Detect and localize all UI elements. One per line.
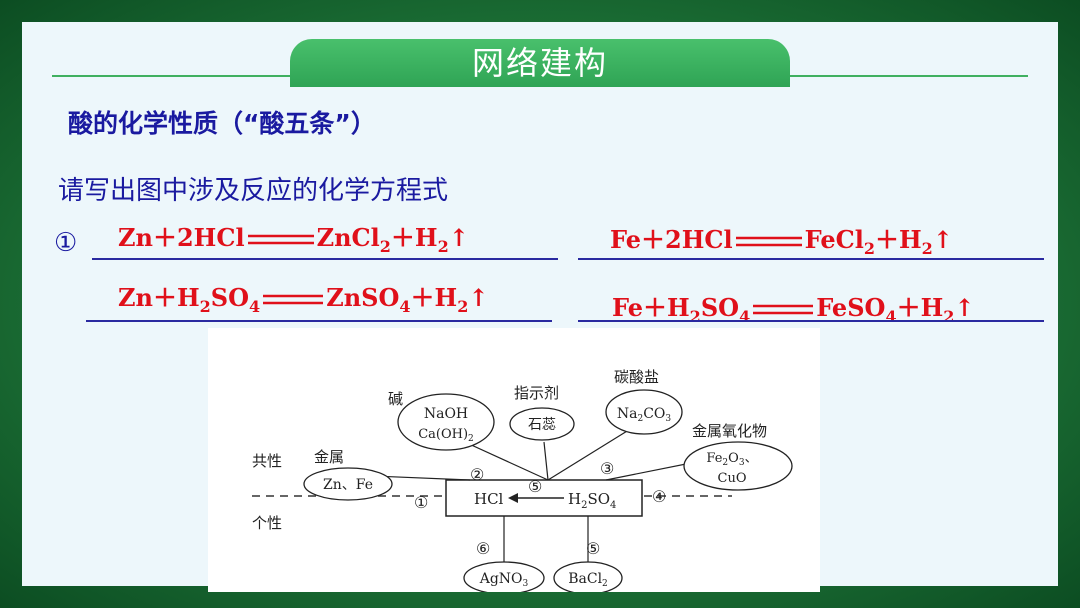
oxide-fe2o3: Fe2O3、 xyxy=(706,451,757,468)
metal-text: Zn、Fe xyxy=(323,477,373,493)
indicator-label: 指示剂 xyxy=(514,384,559,402)
bacl2-text: BaCl2 xyxy=(568,571,608,589)
oxide-label: 金属氧化物 xyxy=(692,422,767,440)
bacl2-ellipse xyxy=(553,561,623,592)
equals-sign xyxy=(735,236,802,246)
base-naoh: NaOH xyxy=(424,406,468,422)
answer-line-3 xyxy=(86,320,552,322)
salt-label: 碳酸盐 xyxy=(614,368,659,386)
ray-salt xyxy=(547,427,633,481)
equals-sign xyxy=(753,304,814,314)
ray-oxide xyxy=(605,461,697,481)
ray-metal xyxy=(373,475,471,481)
num-4: ④ xyxy=(652,487,666,506)
indicator-ellipse xyxy=(509,407,575,441)
individual-label: 个性 xyxy=(252,514,282,532)
answer-line-2 xyxy=(578,258,1044,260)
equals-sign xyxy=(247,234,314,244)
arrow-head xyxy=(508,493,518,503)
ray-indicator xyxy=(543,441,549,481)
num-2: ② xyxy=(470,465,484,484)
agno3-ellipse xyxy=(463,561,545,592)
oxide-ellipse xyxy=(683,441,793,491)
diagram-svg: 共性 个性 HCl ⑤ H2SO4 金属 Zn、Fe ① 碱 NaOH Ca xyxy=(252,368,793,592)
slide-panel: 网络建构 酸的化学性质（“酸五条”） 请写出图中涉及反应的化学方程式 ① Zn＋… xyxy=(22,22,1058,592)
salt-text: Na2CO3 xyxy=(617,406,672,424)
base-caoh2: Ca(OH)2 xyxy=(418,427,474,444)
agno3-text: AgNO3 xyxy=(479,571,529,589)
indicator-text: 石蕊 xyxy=(528,417,556,433)
task-prompt: 请写出图中涉及反应的化学方程式 xyxy=(58,176,449,206)
center-h2so4: H2SO4 xyxy=(568,490,616,511)
answer-line-4 xyxy=(578,320,1044,322)
section-heading: 酸的化学性质（“酸五条”） xyxy=(68,109,376,138)
base-label: 碱 xyxy=(388,390,403,408)
acid-properties-diagram: 共性 个性 HCl ⑤ H2SO4 金属 Zn、Fe ① 碱 NaOH Ca xyxy=(208,328,820,592)
slide-title: 网络建构 xyxy=(471,44,608,82)
center-hcl: HCl xyxy=(474,490,504,508)
num-1: ① xyxy=(414,493,428,512)
metal-ellipse xyxy=(303,467,393,501)
num-3: ③ xyxy=(600,459,614,478)
item-number: ① xyxy=(54,228,78,258)
num-6: ⑥ xyxy=(476,539,490,558)
common-label: 共性 xyxy=(252,452,282,470)
oxide-cuo: CuO xyxy=(718,471,747,486)
metal-label: 金属 xyxy=(314,448,344,466)
num-5-center: ⑤ xyxy=(528,477,542,496)
answer-line-1 xyxy=(92,258,558,260)
title-tab xyxy=(290,39,790,87)
num-5-bottom: ⑤ xyxy=(586,539,600,558)
base-ellipse xyxy=(397,393,495,451)
equals-sign xyxy=(263,294,324,304)
salt-ellipse xyxy=(605,389,683,435)
